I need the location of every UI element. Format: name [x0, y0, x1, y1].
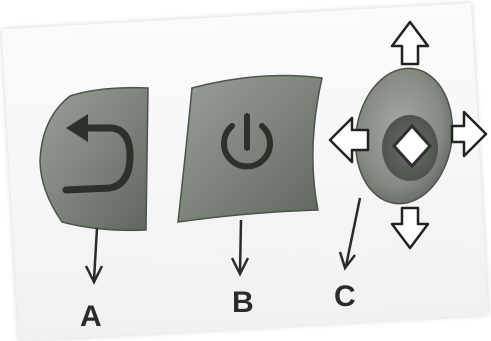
callout-c [340, 198, 360, 268]
power-button[interactable] [178, 76, 322, 222]
callout-a [86, 228, 102, 282]
down-arrow [392, 208, 428, 248]
label-a: A [80, 300, 102, 333]
label-c: C [334, 280, 356, 313]
back-button[interactable] [40, 88, 148, 231]
up-arrow [392, 22, 428, 64]
right-arrow [452, 112, 486, 156]
label-b: B [232, 286, 254, 319]
callout-b [232, 220, 248, 274]
